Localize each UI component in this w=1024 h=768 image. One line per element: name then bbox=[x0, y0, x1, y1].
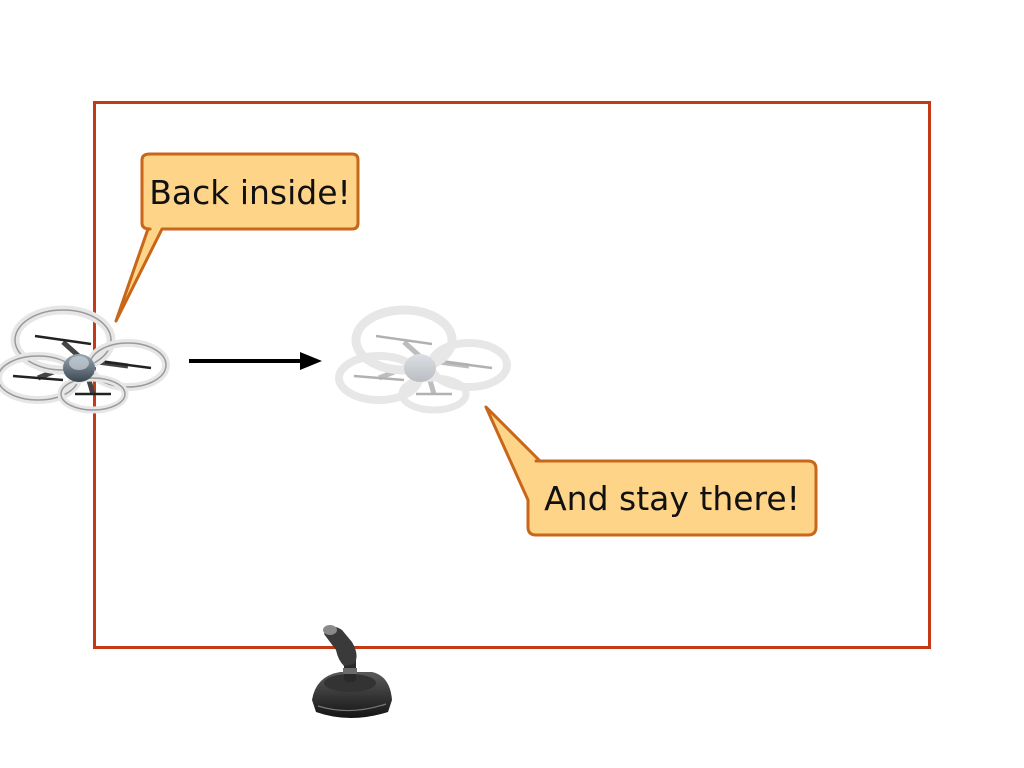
callout-back-inside: Back inside! bbox=[114, 152, 360, 323]
joystick-controller-icon bbox=[312, 625, 392, 718]
callout-back-inside-text: Back inside! bbox=[149, 173, 351, 212]
quadcopter-drone-faded-icon bbox=[335, 305, 511, 414]
callout-stay-there: And stay there! bbox=[484, 405, 818, 537]
callout-stay-there-text: And stay there! bbox=[544, 479, 800, 518]
right-arrow-icon bbox=[189, 352, 322, 370]
quadcopter-drone-icon bbox=[0, 305, 170, 414]
